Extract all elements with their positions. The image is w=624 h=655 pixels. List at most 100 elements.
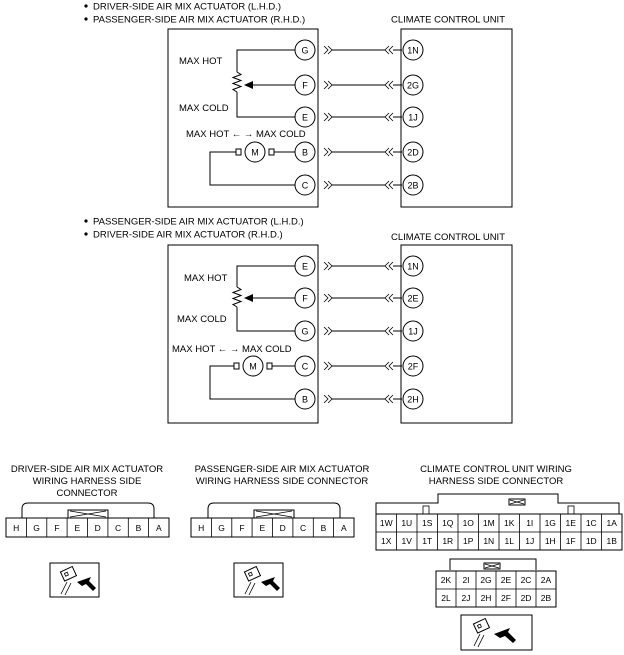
motor-direction-label: MAX HOT ← → MAX COLD bbox=[172, 344, 292, 355]
connector-pin: F bbox=[54, 523, 59, 533]
pin-row: C 2F bbox=[294, 355, 424, 377]
actuator-pin bbox=[294, 74, 316, 96]
connector-female-icon bbox=[384, 147, 394, 157]
connector-male-icon bbox=[323, 180, 333, 190]
actuator-pin bbox=[294, 320, 316, 342]
connector-male-icon bbox=[323, 326, 333, 336]
connector-pin: 1X bbox=[381, 536, 392, 546]
bullet-icon bbox=[84, 4, 88, 8]
pin-row: G 1N bbox=[294, 39, 424, 61]
connector-female-icon bbox=[384, 326, 394, 336]
connector-pin: 1N bbox=[483, 536, 494, 546]
connector-pin: 2L bbox=[441, 593, 451, 603]
connector-latch bbox=[483, 562, 501, 570]
wiper-arrow-icon bbox=[244, 294, 253, 302]
diagram-2-bullet-1: PASSENGER-SIDE AIR MIX ACTUATOR (L.H.D.) bbox=[93, 217, 304, 228]
passenger-connector-title-2: WIRING HARNESS SIDE CONNECTOR bbox=[196, 476, 369, 487]
connector-pin: 1K bbox=[504, 518, 515, 528]
connector-male-icon bbox=[323, 361, 333, 371]
actuator-pin-label: G bbox=[301, 327, 308, 337]
motor-direction-label: MAX HOT ← → MAX COLD bbox=[186, 129, 306, 140]
connector-pin: 1H bbox=[545, 536, 556, 546]
pin-dividers bbox=[25, 518, 150, 537]
actuator-box bbox=[167, 28, 319, 208]
actuator-pin bbox=[294, 174, 316, 196]
connector-male-icon bbox=[323, 80, 333, 90]
connector-pin: 1B bbox=[607, 536, 618, 546]
actuator-pin-label: B bbox=[302, 395, 308, 405]
driver-connector-title-2: WIRING HARNESS SIDE bbox=[33, 476, 142, 487]
ccu-connector: CLIMATE CONTROL UNIT WIRING HARNESS SIDE… bbox=[375, 464, 623, 651]
actuator-pin-label: E bbox=[302, 113, 308, 123]
max-cold-label: MAX COLD bbox=[179, 103, 229, 114]
latch-cross-icon bbox=[509, 499, 525, 505]
connector-female-icon bbox=[384, 394, 394, 404]
motor-terminal-right bbox=[268, 148, 275, 156]
ccu-pin-label: 1J bbox=[408, 113, 418, 123]
ccu-label: CLIMATE CONTROL UNIT bbox=[391, 232, 505, 243]
connector-female-icon bbox=[384, 112, 394, 122]
connector-male-icon bbox=[323, 394, 333, 404]
pot-wire-bottom bbox=[236, 92, 295, 118]
actuator-pin-label: G bbox=[301, 46, 308, 56]
connector-pin: 2E bbox=[501, 575, 512, 585]
connector-pin: 2F bbox=[501, 593, 511, 603]
motor-icon bbox=[244, 141, 266, 163]
driver-connector-title-1: DRIVER-SIDE AIR MIX ACTUATOR bbox=[11, 464, 163, 475]
actuator-pin bbox=[294, 39, 316, 61]
ccu-pin-label: 1J bbox=[408, 327, 418, 337]
connector-harness-view-icon bbox=[460, 614, 533, 651]
connector-pin: 1O bbox=[463, 518, 475, 528]
connector-pin: 1P bbox=[463, 536, 474, 546]
pin-row: B 2H bbox=[294, 388, 424, 410]
motor-terminal-left bbox=[235, 148, 242, 156]
connector-pin: 1I bbox=[526, 518, 533, 528]
passenger-connector: PASSENGER-SIDE AIR MIX ACTUATOR WIRING H… bbox=[190, 464, 370, 598]
motor-terminal-left bbox=[233, 362, 240, 370]
connector-pin: 1A bbox=[607, 518, 618, 528]
connector-pin: 1D bbox=[586, 536, 597, 546]
connector-pin: 1G bbox=[545, 518, 556, 528]
connector-male-icon bbox=[323, 112, 333, 122]
driver-connector: DRIVER-SIDE AIR MIX ACTUATOR WIRING HARN… bbox=[5, 464, 170, 598]
connector-female-icon bbox=[384, 45, 394, 55]
actuator-pin bbox=[294, 255, 316, 277]
connector-pin: H bbox=[198, 523, 204, 533]
motor-label: M bbox=[251, 148, 259, 158]
bullet-icon bbox=[84, 232, 88, 236]
motor-label: M bbox=[249, 362, 257, 372]
connector-pin: 2C bbox=[521, 575, 532, 585]
connector-harness-view-icon bbox=[49, 562, 100, 598]
ccu-pin bbox=[402, 388, 424, 410]
connector-pin: 1Q bbox=[442, 518, 454, 528]
actuator-pin-label: F bbox=[302, 294, 308, 304]
pot-wire-top bbox=[236, 49, 295, 72]
sub-connector-housing bbox=[449, 558, 537, 570]
actuator-pin-label: C bbox=[302, 362, 309, 372]
ccu-pin-label: 1N bbox=[407, 262, 419, 272]
connector-pin: G bbox=[33, 523, 40, 533]
ccu-pin bbox=[402, 255, 424, 277]
ccu-pin-label: 2G bbox=[407, 81, 419, 91]
connector-pin: B bbox=[321, 523, 327, 533]
diagram-1-bullet-2: PASSENGER-SIDE AIR MIX ACTUATOR (R.H.D.) bbox=[93, 15, 305, 26]
connector-pin: 1R bbox=[442, 536, 453, 546]
connector-male-icon bbox=[323, 45, 333, 55]
bullet-icon bbox=[84, 219, 88, 223]
connector-pin: C bbox=[300, 523, 306, 533]
resistor-icon bbox=[231, 286, 243, 308]
connector-pin: 2B bbox=[541, 593, 552, 603]
ccu-pin bbox=[402, 287, 424, 309]
connector-pin: 1L bbox=[505, 536, 515, 546]
connector-pin: 1U bbox=[401, 518, 412, 528]
connector-pin: D bbox=[95, 523, 101, 533]
connector-pin: A bbox=[156, 523, 162, 533]
actuator-pin bbox=[294, 141, 316, 163]
actuator-pin-label: C bbox=[302, 181, 309, 191]
passenger-connector-title-1: PASSENGER-SIDE AIR MIX ACTUATOR bbox=[195, 464, 370, 475]
ccu-pin bbox=[402, 106, 424, 128]
ccu-pin bbox=[402, 355, 424, 377]
connector-pin: C bbox=[115, 523, 121, 533]
